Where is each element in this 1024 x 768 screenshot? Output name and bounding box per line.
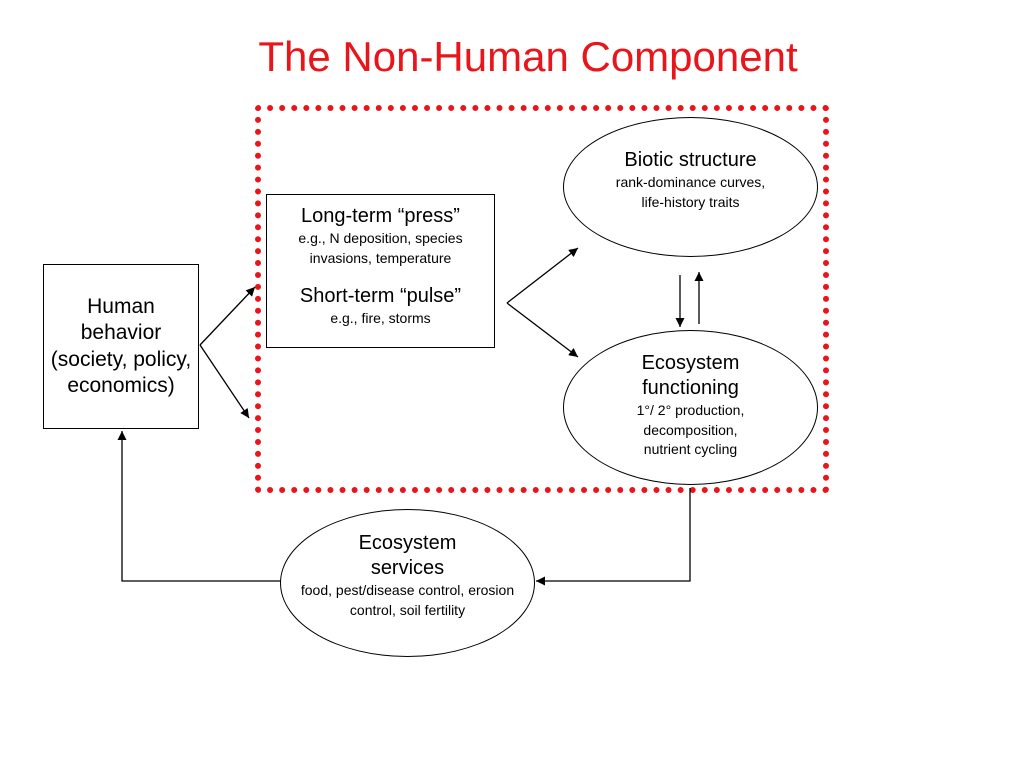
pulse-detail: e.g., fire, storms bbox=[330, 310, 431, 327]
ecosystem-functioning-ellipse: Ecosystem functioning 1°/ 2° production,… bbox=[563, 330, 818, 485]
biotic-structure-ellipse: Biotic structure rank-dominance curves, … bbox=[563, 117, 818, 257]
biotic-structure-detail: rank-dominance curves, life-history trai… bbox=[615, 173, 766, 210]
arrow-drivers-to-functioning bbox=[506, 302, 579, 358]
ecosystem-services-detail: food, pest/disease control, erosion cont… bbox=[300, 582, 515, 618]
ecosystem-functioning-title: Ecosystem functioning bbox=[641, 352, 740, 400]
human-behavior-label: Human behavior (society, policy, economi… bbox=[50, 295, 192, 397]
human-behavior-box: Human behavior (society, policy, economi… bbox=[43, 264, 199, 429]
press-pulse-box: Long-term “press” e.g., N deposition, sp… bbox=[266, 194, 495, 348]
ecosystem-functioning-detail: 1°/ 2° production, decomposition, nutrie… bbox=[636, 402, 745, 458]
press-title: Long-term “press” bbox=[301, 205, 460, 227]
arrow-services-to-human bbox=[117, 431, 281, 582]
ecosystem-services-ellipse: Ecosystem services food, pest/disease co… bbox=[280, 509, 535, 657]
pulse-title: Short-term “pulse” bbox=[299, 285, 462, 308]
biotic-structure-title: Biotic structure bbox=[624, 148, 757, 171]
ecosystem-services-title: Ecosystem services bbox=[358, 532, 457, 580]
arrow-human-to-nonhuman bbox=[199, 344, 250, 419]
arrow-functioning-to-services bbox=[536, 488, 691, 586]
arrow-human-to-drivers bbox=[199, 286, 256, 346]
non-human-component-boundary bbox=[255, 105, 829, 493]
slide-title: The Non-Human Component bbox=[258, 33, 798, 80]
press-detail: e.g., N deposition, species invasions, t… bbox=[298, 230, 463, 266]
arrow-drivers-to-biotic bbox=[506, 247, 579, 304]
